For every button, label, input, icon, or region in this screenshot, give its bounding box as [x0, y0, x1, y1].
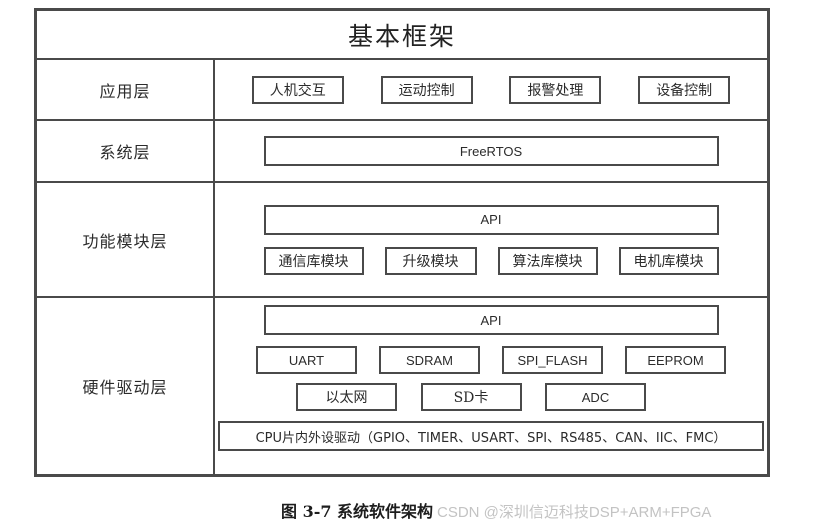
- node-function-module-api[interactable]: API: [263, 204, 719, 235]
- node-freertos[interactable]: FreeRTOS: [263, 136, 719, 166]
- node-cpu-peripheral-driver[interactable]: CPU片内外设驱动（GPIO、TIMER、USART、SPI、RS485、CAN…: [218, 421, 764, 451]
- node-sd-card[interactable]: SD卡: [420, 383, 522, 411]
- layer-label-application: 应用层: [37, 60, 215, 119]
- layer-label-system: 系统层: [37, 121, 215, 181]
- diagram-title-row: 基本框架: [37, 11, 767, 60]
- layer-row-function-module: 功能模块层 API 通信库模块 升级模块 算法库模块 电机库模块: [37, 183, 767, 298]
- layer-body-hardware-driver: API UART SDRAM SPI_FLASH EEPROM 以太网 SD卡 …: [215, 298, 767, 474]
- node-upgrade-module[interactable]: 升级模块: [384, 246, 477, 275]
- node-device-control[interactable]: 设备控制: [638, 75, 731, 104]
- hardware-driver-node-row-1: UART SDRAM SPI_FLASH EEPROM: [256, 346, 726, 374]
- node-adc[interactable]: ADC: [545, 383, 646, 411]
- layer-label-hardware-driver: 硬件驱动层: [37, 298, 215, 474]
- layer-label-function-module: 功能模块层: [37, 183, 215, 296]
- csdn-watermark: CSDN @深圳信迈科技DSP+ARM+FPGA: [437, 504, 712, 521]
- node-motor-library-module[interactable]: 电机库模块: [618, 246, 719, 275]
- node-human-machine-interaction[interactable]: 人机交互: [251, 75, 344, 104]
- node-communication-library-module[interactable]: 通信库模块: [263, 246, 364, 275]
- caption-area: CSDN @深圳信迈科技DSP+ARM+FPGA 图 3-7 系统软件架构: [0, 496, 839, 530]
- layer-row-application: 应用层 人机交互 运动控制 报警处理 设备控制: [37, 60, 767, 121]
- layer-body-function-module: API 通信库模块 升级模块 算法库模块 电机库模块: [215, 183, 767, 296]
- application-node-row: 人机交互 运动控制 报警处理 设备控制: [215, 75, 767, 104]
- node-spi-flash[interactable]: SPI_FLASH: [502, 346, 603, 374]
- layer-body-system: FreeRTOS: [215, 121, 767, 181]
- layer-row-hardware-driver: 硬件驱动层 API UART SDRAM SPI_FLASH EEPROM 以太…: [37, 298, 767, 474]
- figure-caption: 图 3-7 系统软件架构: [281, 502, 434, 521]
- node-alarm-handling[interactable]: 报警处理: [509, 75, 602, 104]
- node-motion-control[interactable]: 运动控制: [380, 75, 473, 104]
- function-module-node-row: 通信库模块 升级模块 算法库模块 电机库模块: [263, 246, 719, 275]
- node-ethernet[interactable]: 以太网: [296, 383, 397, 411]
- layer-body-application: 人机交互 运动控制 报警处理 设备控制: [215, 60, 767, 119]
- hardware-driver-node-row-2: 以太网 SD卡 ADC: [296, 383, 646, 411]
- node-hardware-driver-api[interactable]: API: [263, 305, 719, 335]
- node-uart[interactable]: UART: [256, 346, 357, 374]
- architecture-diagram: 基本框架 应用层 人机交互 运动控制 报警处理 设备控制 系统层 FreeRTO…: [34, 8, 770, 477]
- node-algorithm-library-module[interactable]: 算法库模块: [497, 246, 598, 275]
- diagram-title: 基本框架: [347, 21, 456, 51]
- node-eeprom[interactable]: EEPROM: [625, 346, 726, 374]
- layer-row-system: 系统层 FreeRTOS: [37, 121, 767, 183]
- node-sdram[interactable]: SDRAM: [379, 346, 480, 374]
